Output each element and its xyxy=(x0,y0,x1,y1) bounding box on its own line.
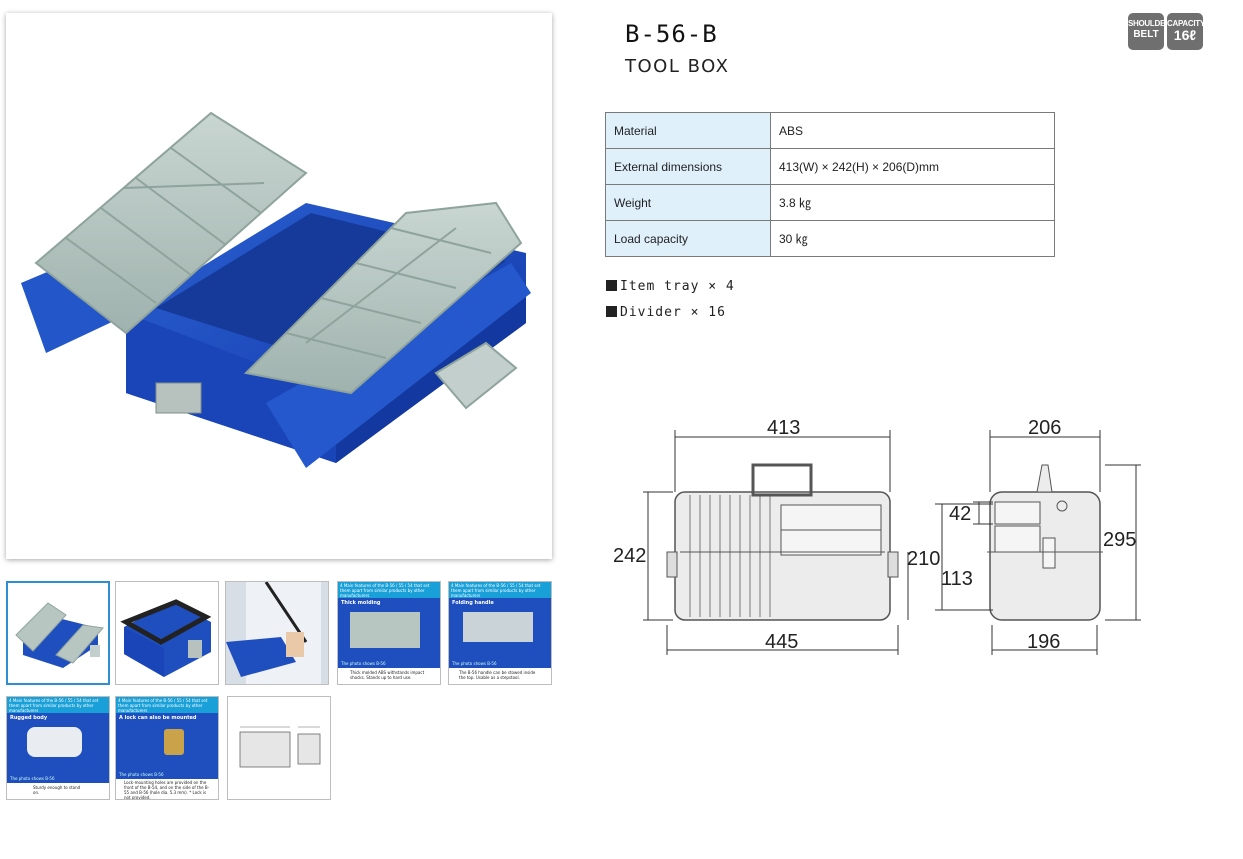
thumb-caption: Lock-mounting holes are provided on the … xyxy=(124,780,210,800)
thumb-photo-label: The photo shows B-56 xyxy=(119,772,164,777)
thumb-banner: 4 Main features of the B-56 / 55 / 54 th… xyxy=(116,697,218,713)
spec-label: External dimensions xyxy=(605,148,771,185)
thumb-photo-label: The photo shows B-56 xyxy=(452,661,497,666)
spec-value: ABS xyxy=(770,112,1055,149)
badge-capacity-label: CAPACITY xyxy=(1167,19,1205,28)
accessory-text: Item tray × 4 xyxy=(620,279,735,294)
spec-row-material: Material ABS xyxy=(605,112,1055,149)
badge-capacity-value: 16ℓ xyxy=(1173,27,1197,43)
thumb-title: A lock can also be mounted xyxy=(119,715,197,721)
badge-belt-label: BELT xyxy=(1133,29,1159,40)
spec-label: Load capacity xyxy=(605,220,771,257)
person-carrying-toolbox-thumb-image xyxy=(226,582,328,684)
thumb-caption: Sturdy enough to stand on. xyxy=(33,785,81,795)
dim-side-bottom-depth: 196 xyxy=(1027,631,1060,653)
spec-table: Material ABS External dimensions 413(W) … xyxy=(605,112,1055,257)
main-product-image xyxy=(6,13,552,559)
dim-front-height: 242 xyxy=(613,545,646,567)
thumb-panel: Thick molding The photo shows B-56 xyxy=(338,598,440,668)
spec-value: 30 ㎏ xyxy=(770,220,1055,257)
badge-shoulder-label: SHOULDER xyxy=(1128,19,1171,28)
thumb-photo-label: The photo shows B-56 xyxy=(10,776,55,781)
spec-row-dimensions: External dimensions 413(W) × 242(H) × 20… xyxy=(605,148,1055,185)
accessory-divider: Divider × 16 xyxy=(606,305,726,320)
thumb-banner: 4 Main features of the B-56 / 55 / 54 th… xyxy=(338,582,440,598)
dimension-drawing-thumb-image xyxy=(239,726,321,768)
thumb-banner: 4 Main features of the B-56 / 55 / 54 th… xyxy=(7,697,109,713)
spec-value: 3.8 ㎏ xyxy=(770,184,1055,221)
thumb-photo-label: The photo shows B-56 xyxy=(341,661,386,666)
shoulder-belt-badge: SHOULDER BELT xyxy=(1128,13,1171,50)
thumb-panel: Rugged body The photo shows B-56 xyxy=(7,713,109,783)
thumbnail-8[interactable] xyxy=(227,696,331,800)
square-bullet-icon xyxy=(606,306,617,317)
thumbnail-5[interactable]: 4 Main features of the B-56 / 55 / 54 th… xyxy=(448,581,552,685)
dim-side-mid: 113 xyxy=(941,568,973,590)
capacity-badge: CAPACITY 16ℓ xyxy=(1167,13,1205,50)
toolbox-closed-thumb-image xyxy=(120,599,212,677)
thumbnail-3[interactable] xyxy=(225,581,329,685)
thumb-title: Folding handle xyxy=(452,600,494,606)
thumb-panel: A lock can also be mounted The photo sho… xyxy=(116,713,218,779)
thumbnail-1[interactable] xyxy=(6,581,110,685)
dim-side-tray: 42 xyxy=(949,503,971,525)
thumb-photo xyxy=(463,612,533,642)
square-bullet-icon xyxy=(606,280,617,291)
spec-label: Material xyxy=(605,112,771,149)
thumb-title: Thick molding xyxy=(341,600,381,606)
product-name: TOOL BOX xyxy=(625,56,730,77)
thumbnail-2[interactable] xyxy=(115,581,219,685)
dim-side-total-height: 295 xyxy=(1103,529,1136,551)
thumb-caption: The B-56 handle can be stowed inside the… xyxy=(459,670,536,680)
thumbnail-7[interactable]: 4 Main features of the B-56 / 55 / 54 th… xyxy=(115,696,219,800)
product-model: B-56-B xyxy=(625,20,718,48)
dim-front-width: 413 xyxy=(767,417,800,439)
spec-row-load-capacity: Load capacity 30 ㎏ xyxy=(605,220,1055,257)
spec-row-weight: Weight 3.8 ㎏ xyxy=(605,184,1055,221)
thumb-panel: Folding handle The photo shows B-56 xyxy=(449,598,551,668)
thumb-photo xyxy=(27,727,82,757)
lock-icon xyxy=(164,729,184,755)
dim-latch-height: 210 xyxy=(907,548,940,570)
accessory-text: Divider × 16 xyxy=(620,305,726,320)
thumb-banner: 4 Main features of the B-56 / 55 / 54 th… xyxy=(449,582,551,598)
thumb-photo xyxy=(350,612,420,648)
accessory-item-tray: Item tray × 4 xyxy=(606,279,735,294)
dim-front-bottom-width: 445 xyxy=(765,631,798,653)
dimension-drawing: 413 242 445 210 206 42 113 295 196 xyxy=(613,417,1141,655)
spec-label: Weight xyxy=(605,184,771,221)
dim-side-depth: 206 xyxy=(1028,417,1061,439)
thumb-title: Rugged body xyxy=(10,715,48,721)
thumb-caption: Thick molded ABS withstands impact shock… xyxy=(350,670,425,680)
thumbnail-6[interactable]: 4 Main features of the B-56 / 55 / 54 th… xyxy=(6,696,110,800)
thumbnail-4[interactable]: 4 Main features of the B-56 / 55 / 54 th… xyxy=(337,581,441,685)
spec-value: 413(W) × 242(H) × 206(D)mm xyxy=(770,148,1055,185)
toolbox-open-thumb-image xyxy=(15,602,104,668)
